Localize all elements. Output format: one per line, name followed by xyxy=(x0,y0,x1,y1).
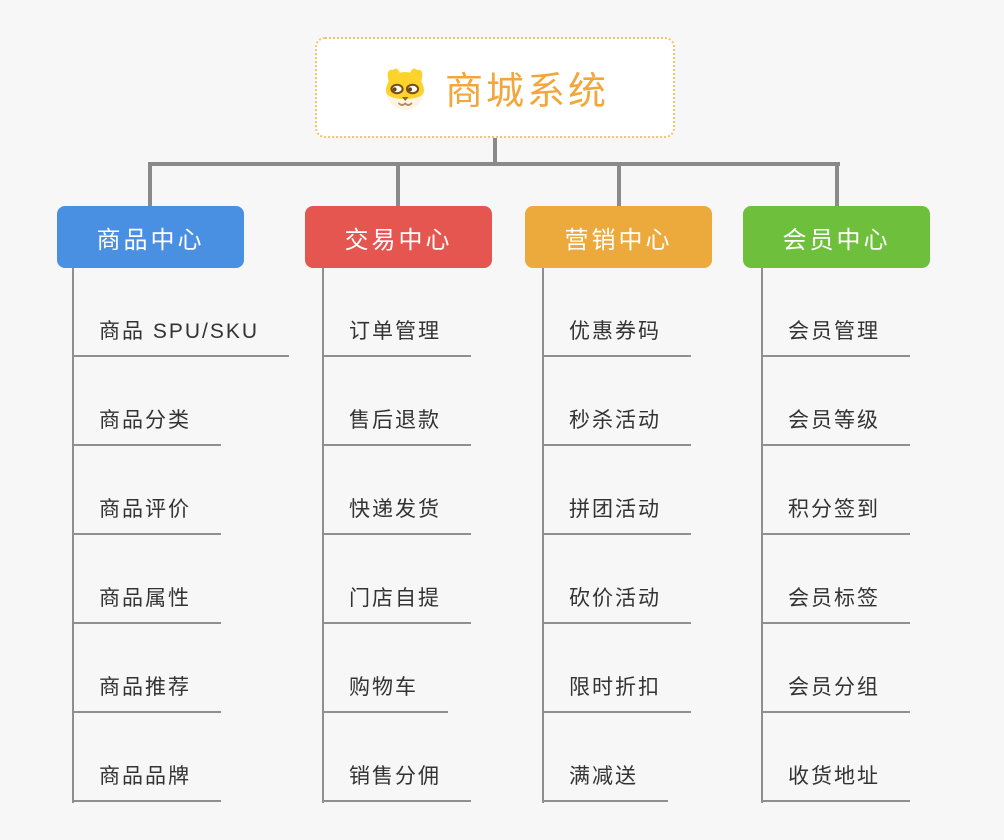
branch-node-trade-center[interactable]: 交易中心 xyxy=(305,206,492,268)
leaf-node[interactable]: 商品品牌 xyxy=(72,760,221,802)
connector-drop-products xyxy=(148,164,152,206)
leaf-node[interactable]: 会员分组 xyxy=(761,671,910,713)
leaf-node[interactable]: 秒杀活动 xyxy=(542,404,691,446)
branch-node-marketing-center[interactable]: 营销中心 xyxy=(525,206,712,268)
leaf-node[interactable]: 限时折扣 xyxy=(542,671,691,713)
leaf-node[interactable]: 拼团活动 xyxy=(542,493,691,535)
leaf-node[interactable]: 门店自提 xyxy=(322,582,471,624)
leaf-column-marketing-center: 优惠券码 秒杀活动 拼团活动 砍价活动 限时折扣 满减送 xyxy=(542,268,691,802)
root-title: 商城系统 xyxy=(444,71,609,113)
leaf-node[interactable]: 会员等级 xyxy=(761,404,910,446)
branch-trunk-line xyxy=(322,268,324,803)
leaf-node[interactable]: 销售分佣 xyxy=(322,760,471,802)
leaf-node[interactable]: 会员管理 xyxy=(761,315,910,357)
branch-trunk-line xyxy=(542,268,544,803)
dog-face-icon xyxy=(385,68,424,110)
branch-label: 会员中心 xyxy=(782,226,891,254)
root-node-mall-system[interactable]: 商城系统 xyxy=(315,37,675,138)
leaf-node[interactable]: 积分签到 xyxy=(761,493,910,535)
branch-label: 商品中心 xyxy=(96,226,205,254)
leaf-node[interactable]: 商品分类 xyxy=(72,404,221,446)
leaf-node[interactable]: 商品 SPU/SKU xyxy=(72,315,290,357)
branch-node-product-center[interactable]: 商品中心 xyxy=(57,206,244,268)
leaf-node[interactable]: 购物车 xyxy=(322,671,448,713)
leaf-column-member-center: 会员管理 会员等级 积分签到 会员标签 会员分组 收货地址 xyxy=(761,268,910,802)
branch-trunk-line xyxy=(72,268,74,803)
branch-label: 营销中心 xyxy=(564,226,673,254)
connector-horizontal xyxy=(148,162,840,166)
leaf-node[interactable]: 满减送 xyxy=(542,760,668,802)
connector-drop-trade xyxy=(396,164,400,206)
leaf-column-product-center: 商品 SPU/SKU 商品分类 商品评价 商品属性 商品推荐 商品品牌 xyxy=(72,268,290,802)
leaf-node[interactable]: 商品评价 xyxy=(72,493,221,535)
leaf-node[interactable]: 优惠券码 xyxy=(542,315,691,357)
leaf-node[interactable]: 砍价活动 xyxy=(542,582,691,624)
leaf-node[interactable]: 商品推荐 xyxy=(72,671,221,713)
leaf-node[interactable]: 订单管理 xyxy=(322,315,471,357)
branch-label: 交易中心 xyxy=(344,226,453,254)
leaf-node[interactable]: 快递发货 xyxy=(322,493,471,535)
connector-drop-members xyxy=(835,164,839,206)
leaf-node[interactable]: 售后退款 xyxy=(322,404,471,446)
leaf-node[interactable]: 收货地址 xyxy=(761,760,910,802)
leaf-node[interactable]: 会员标签 xyxy=(761,582,910,624)
connector-root-drop xyxy=(493,138,497,164)
leaf-column-trade-center: 订单管理 售后退款 快递发货 门店自提 购物车 销售分佣 xyxy=(322,268,471,802)
connector-drop-marketing xyxy=(617,164,621,206)
branch-node-member-center[interactable]: 会员中心 xyxy=(743,206,930,268)
branch-trunk-line xyxy=(761,268,763,803)
leaf-node[interactable]: 商品属性 xyxy=(72,582,221,624)
